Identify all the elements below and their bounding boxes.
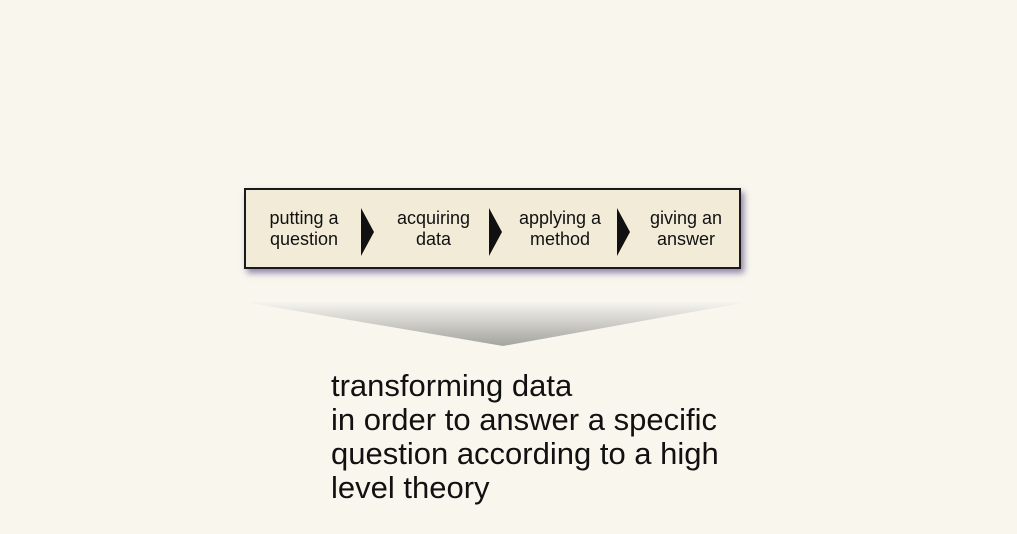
chevron-right-icon (361, 208, 374, 256)
process-flow-box: putting a question acquiring data applyi… (244, 188, 741, 269)
definition-line-2: in order to answer a specific (331, 402, 717, 437)
step-acquiring-data: acquiring data (396, 207, 471, 249)
step-applying-a-method: applying a method (518, 207, 602, 249)
definition-line-3: question according to a high (331, 436, 719, 471)
funnel-arrow-shape (244, 302, 748, 346)
chevron-right-icon (489, 208, 502, 256)
step-putting-a-question: putting a question (269, 207, 339, 249)
definition-line-1: transforming data (331, 368, 573, 403)
definition-line-4: level theory (331, 470, 490, 505)
definition-text: transforming data in order to answer a s… (331, 369, 719, 505)
chevron-right-icon (617, 208, 630, 256)
step-giving-an-answer: giving an answer (649, 207, 723, 249)
